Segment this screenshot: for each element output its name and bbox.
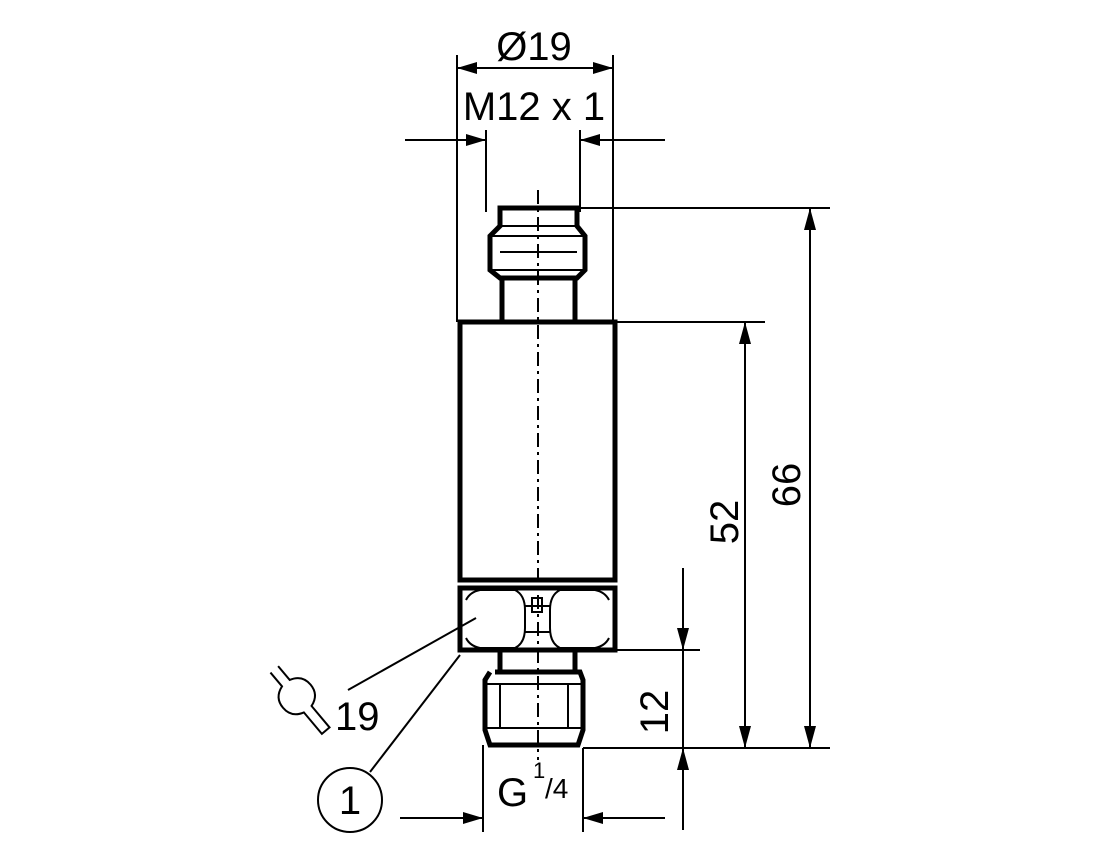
thread-bottom-denominator: /4 <box>545 773 568 804</box>
height-12-label: 12 <box>633 690 677 735</box>
dimension-diameter <box>457 62 613 74</box>
dimension-12 <box>677 568 689 830</box>
dimension-thread-top <box>405 134 665 146</box>
extension-lines-top <box>456 55 614 322</box>
wrench-leader-line <box>347 617 477 691</box>
callout-circle <box>317 767 383 833</box>
wrench-icon <box>269 665 331 736</box>
thread-bottom-main: G <box>497 771 528 815</box>
wrench-size-label: 19 <box>335 695 380 739</box>
bottom-thread <box>482 650 586 748</box>
height-52-label: 52 <box>703 500 747 545</box>
callout-number: 1 <box>339 779 361 823</box>
dimension-52 <box>739 322 751 748</box>
dimension-thread-bottom <box>400 745 665 832</box>
height-66-label: 66 <box>765 463 809 508</box>
extension-lines-right <box>580 207 830 749</box>
thread-top-label: M12 x 1 <box>463 85 605 129</box>
callout-leader-line <box>369 654 461 773</box>
thread-bottom-numerator: 1 <box>533 758 545 783</box>
dimension-66 <box>804 208 816 748</box>
diameter-label: Ø19 <box>496 25 572 69</box>
